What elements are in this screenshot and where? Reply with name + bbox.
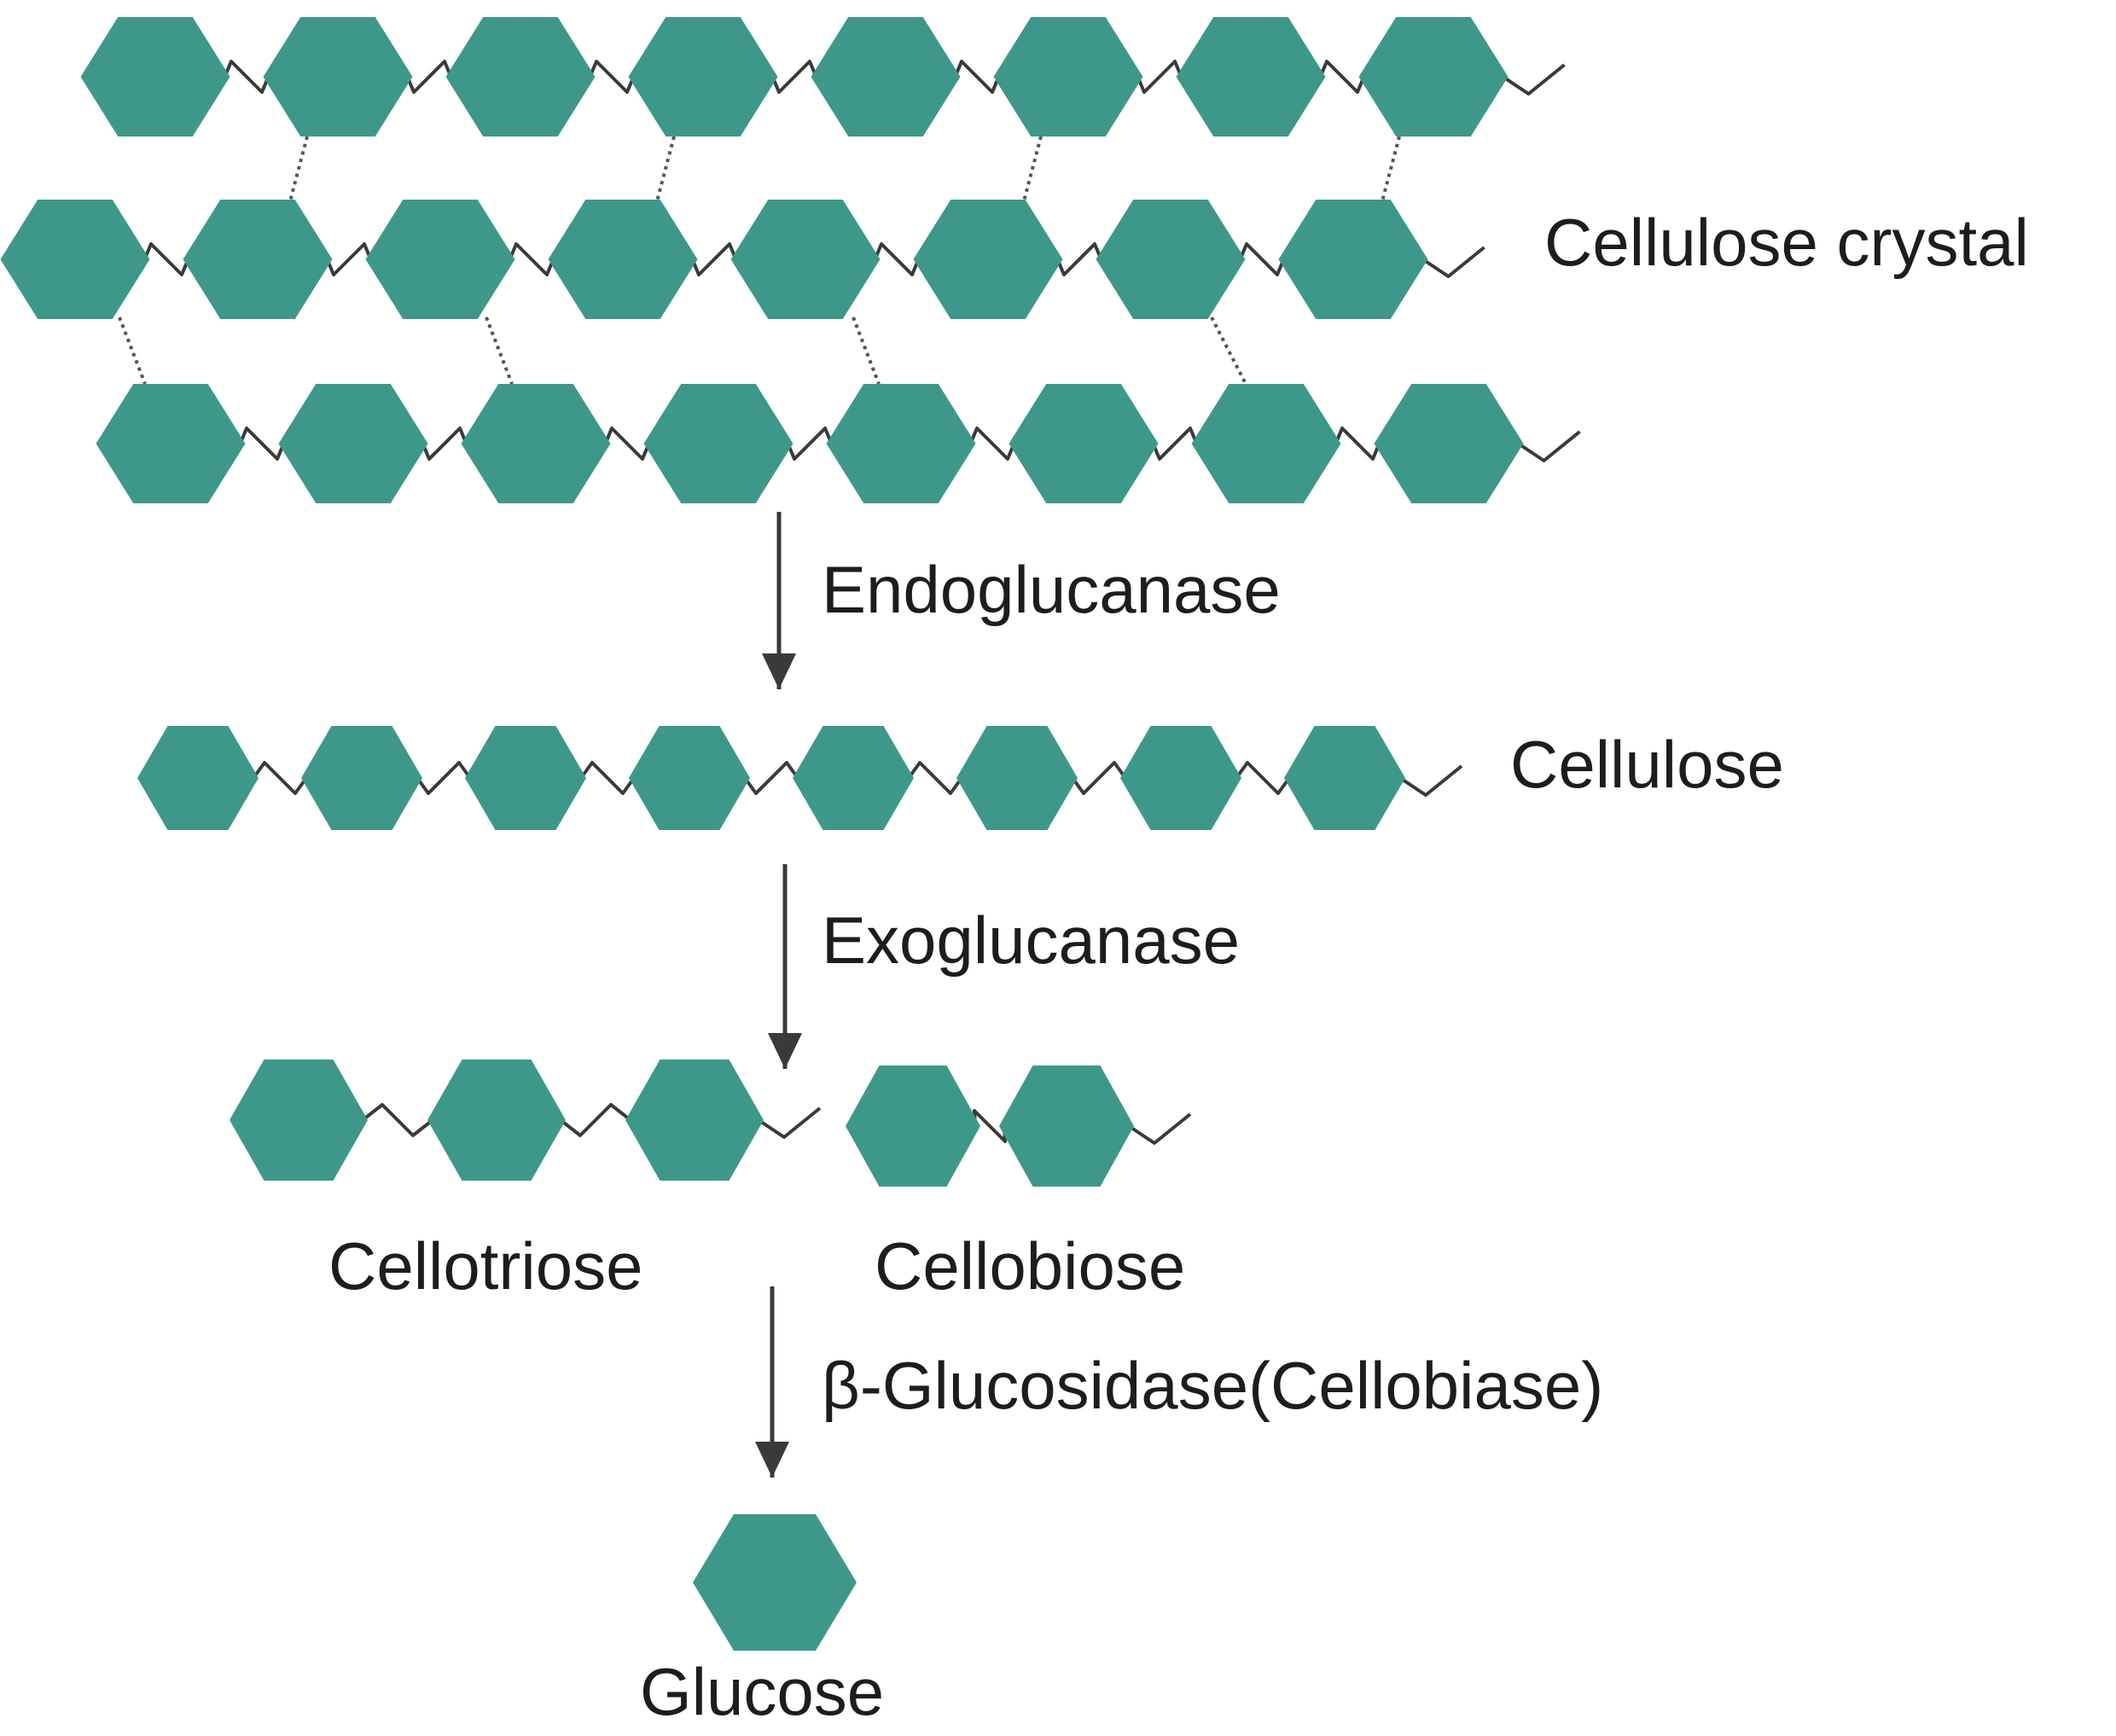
glycosidic-bond xyxy=(416,761,472,795)
glucose-unit-hexagon xyxy=(80,17,230,136)
hydrogen-bond xyxy=(655,136,676,202)
glucose-unit-hexagon xyxy=(811,17,961,136)
glucose-label: Glucose xyxy=(640,1654,885,1729)
glucose-unit-hexagon xyxy=(1374,384,1524,503)
chain-end-bond xyxy=(1421,246,1485,278)
glucose-unit-hexagon xyxy=(846,1065,980,1187)
chain-end-bond xyxy=(757,1106,822,1139)
arrow-exoglucanase-head xyxy=(768,1033,802,1069)
glycosidic-bond xyxy=(238,427,286,461)
glycosidic-bond xyxy=(252,761,308,795)
hydrogen-bond xyxy=(118,316,147,385)
glucose-unit-hexagon xyxy=(628,17,778,136)
glycosidic-bond xyxy=(559,1103,632,1137)
hydrogen-bond xyxy=(1381,136,1401,202)
cellulose-label: Cellulose xyxy=(1510,727,1784,802)
glucose-unit-hexagon xyxy=(1009,384,1159,503)
cellulose-crystal-label: Cellulose crystal xyxy=(1544,205,2029,280)
chain-end-bond xyxy=(1502,63,1566,96)
glucose-unit-hexagon xyxy=(956,726,1078,830)
glycosidic-bond xyxy=(508,242,555,276)
glycosidic-bond xyxy=(1055,242,1103,276)
glucose-unit-hexagon xyxy=(1176,17,1326,136)
glucose-unit-layer xyxy=(0,17,1524,1651)
glycosidic-bond xyxy=(588,60,636,94)
glycosidic-bond xyxy=(579,761,636,795)
hydrogen-bond xyxy=(1210,316,1247,385)
glucose-unit-hexagon xyxy=(548,200,698,319)
glucose-unit-hexagon xyxy=(629,726,750,830)
hydrogen-bond xyxy=(1022,136,1043,202)
chain-end-bond xyxy=(1398,764,1463,797)
glucose-unit-hexagon xyxy=(445,17,596,136)
glycosidic-bond xyxy=(1136,60,1183,94)
glucose-unit-hexagon xyxy=(625,1060,764,1181)
glycosidic-bond xyxy=(223,60,270,94)
cellotriose-label: Cellotriose xyxy=(328,1228,643,1303)
glucose-unit-hexagon xyxy=(0,200,150,319)
glycosidic-bond xyxy=(873,242,921,276)
glucose-unit-hexagon xyxy=(1284,726,1405,830)
glycosidic-bond xyxy=(421,427,468,461)
glycosidic-bond xyxy=(1334,427,1381,461)
glycosidic-bond xyxy=(142,242,190,276)
hydrogen-bond-layer xyxy=(118,136,1401,385)
glucose-unit-hexagon xyxy=(1278,200,1428,319)
reaction-arrow-layer xyxy=(755,512,802,1478)
glucose-unit-hexagon xyxy=(993,17,1143,136)
glucose-unit-hexagon xyxy=(1191,384,1341,503)
glycosidic-bond xyxy=(405,60,453,94)
chain-end-bond xyxy=(1127,1112,1192,1145)
glycosidic-bond xyxy=(1318,60,1366,94)
glucose-unit-hexagon xyxy=(230,1060,368,1181)
glycosidic-bond xyxy=(1151,427,1199,461)
glucose-unit-hexagon xyxy=(1096,200,1246,319)
arrow-beta-glucosidase-head xyxy=(755,1442,789,1478)
glycosidic-bond xyxy=(968,427,1016,461)
glucose-unit-hexagon xyxy=(1358,17,1509,136)
glycosidic-bond xyxy=(361,1103,434,1137)
glycosidic-bond xyxy=(786,427,834,461)
glycosidic-bond xyxy=(953,60,1001,94)
endoglucanase-label: Endoglucanase xyxy=(822,552,1281,627)
glucose-unit-hexagon xyxy=(278,384,428,503)
glycosidic-bond xyxy=(743,761,799,795)
glucose-unit-hexagon xyxy=(465,726,586,830)
glycosidic-bond xyxy=(325,242,373,276)
glucose-unit-hexagon xyxy=(999,1065,1134,1187)
glucose-unit-hexagon xyxy=(461,384,611,503)
exoglucanase-label: Exoglucanase xyxy=(822,903,1241,978)
glycosidic-bond xyxy=(770,60,818,94)
glucose-unit-hexagon xyxy=(826,384,976,503)
glycosidic-bond xyxy=(603,427,651,461)
glucose-unit-hexagon xyxy=(913,200,1063,319)
glycosidic-bond xyxy=(690,242,738,276)
glucose-unit-hexagon xyxy=(643,384,794,503)
glycosidic-bond xyxy=(1238,242,1286,276)
arrow-endoglucanase-head xyxy=(762,653,796,689)
glucose-unit-hexagon xyxy=(427,1060,566,1181)
glucose-unit-hexagon xyxy=(301,726,422,830)
glucose-unit-hexagon xyxy=(365,200,515,319)
glucose-unit-hexagon xyxy=(730,200,881,319)
hydrogen-bond xyxy=(852,316,881,385)
hydrogen-bond xyxy=(288,136,309,202)
glycosidic-bond xyxy=(907,761,963,795)
hydrogen-bond xyxy=(485,316,514,385)
glucose-unit-hexagon xyxy=(96,384,246,503)
glycosidic-bond xyxy=(1235,761,1291,795)
cellobiose-label: Cellobiose xyxy=(875,1228,1186,1303)
glucose-unit-hexagon xyxy=(183,200,333,319)
glucose-unit-hexagon xyxy=(693,1514,857,1651)
glucose-unit-hexagon xyxy=(137,726,259,830)
glucose-unit-hexagon xyxy=(263,17,413,136)
glucose-unit-hexagon xyxy=(793,726,914,830)
glucose-unit-hexagon xyxy=(1120,726,1241,830)
glycosidic-bond xyxy=(1071,761,1127,795)
bond-layer xyxy=(142,60,1581,1145)
chain-end-bond xyxy=(1517,430,1581,462)
beta-glucosidase-label: β-Glucosidase(Cellobiase) xyxy=(822,1348,1604,1423)
